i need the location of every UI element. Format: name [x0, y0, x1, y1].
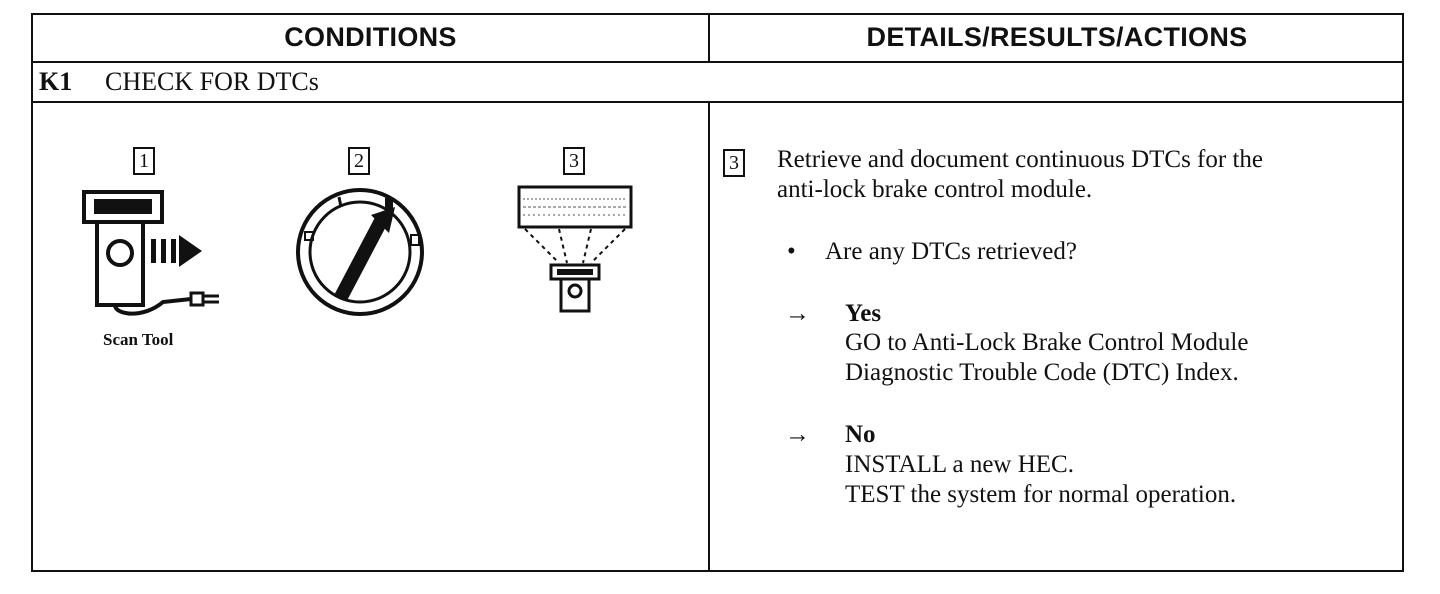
figure-1-label: 1	[133, 147, 155, 175]
step-title: CHECK FOR DTCs	[105, 67, 319, 96]
no-label: No	[845, 421, 876, 448]
figure-3-label: 3	[563, 147, 585, 175]
scan-tool-icon	[82, 190, 219, 316]
figure-2-label: 2	[348, 147, 370, 175]
no-line-1: INSTALL a new HEC.	[845, 451, 1074, 478]
step-row: K1 CHECK FOR DTCs	[33, 61, 1402, 103]
yes-arrow: →	[785, 300, 810, 327]
header-divider	[708, 15, 710, 61]
yes-line-1: GO to Anti-Lock Brake Control Module	[845, 329, 1249, 356]
bullet: •	[787, 238, 796, 265]
conditions-header: CONDITIONS	[284, 21, 457, 52]
column-divider	[708, 103, 710, 572]
instruction-line-2: anti-lock brake control module.	[777, 176, 1093, 203]
yes-line-2: Diagnostic Trouble Code (DTC) Index.	[845, 359, 1239, 386]
step-id: K1	[39, 67, 73, 96]
no-arrow: →	[785, 421, 810, 448]
details-header: DETAILS/RESULTS/ACTIONS	[866, 21, 1248, 52]
no-line-2: TEST the system for normal operation.	[845, 481, 1237, 508]
ignition-switch-icon	[296, 188, 424, 316]
instruction-line-1: Retrieve and document continuous DTCs fo…	[777, 146, 1263, 173]
procedure-table: CONDITIONS DETAILS/RESULTS/ACTIONS K1 CH…	[31, 13, 1404, 572]
question-text: Are any DTCs retrieved?	[825, 238, 1077, 265]
table-header: CONDITIONS DETAILS/RESULTS/ACTIONS	[33, 15, 1402, 63]
yes-label: Yes	[845, 300, 882, 327]
scan-tool-display-icon	[517, 185, 633, 313]
scan-tool-caption: Scan Tool	[103, 330, 174, 349]
details-ref-label: 3	[723, 149, 745, 177]
